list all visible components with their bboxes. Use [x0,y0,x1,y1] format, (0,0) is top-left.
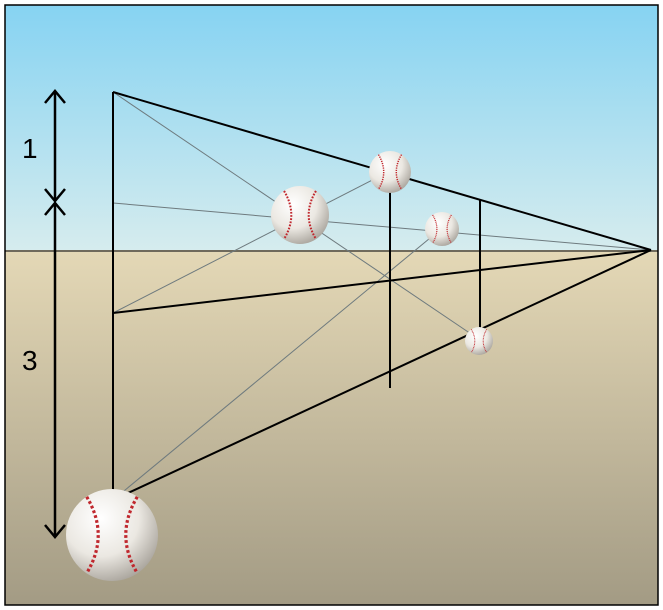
label-lower-span: 3 [22,345,38,376]
baseball-small [464,326,494,356]
baseball-large-foreground [64,487,160,583]
baseball-top [368,150,412,194]
baseball-middle [269,184,331,246]
label-upper-span: 1 [22,133,38,164]
measure-arrow-lower [44,201,66,539]
measure-arrow-upper [44,89,66,203]
baseball-right [424,211,460,247]
frame [4,4,659,606]
sky [5,5,658,251]
